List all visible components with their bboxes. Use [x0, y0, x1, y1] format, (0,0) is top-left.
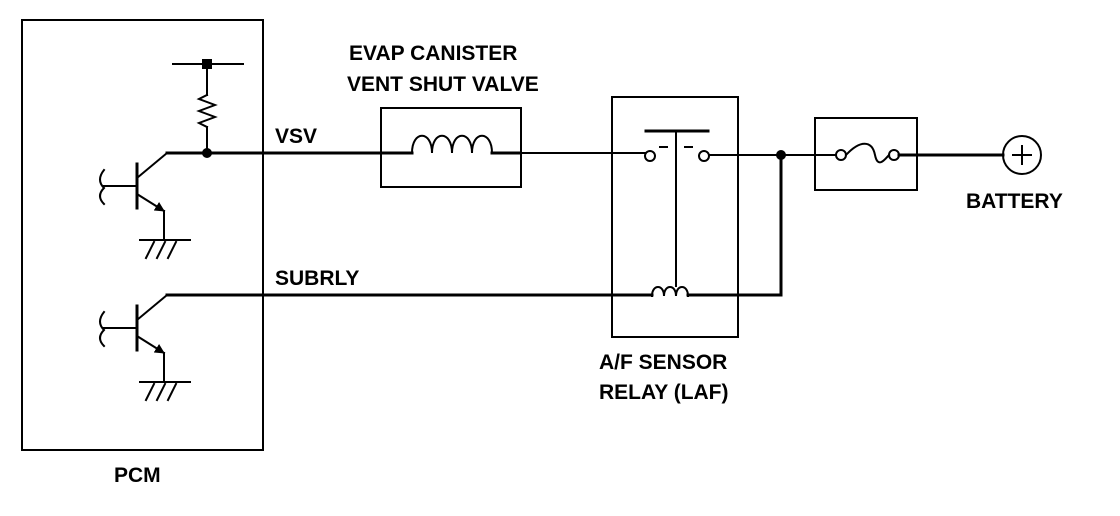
evap-vent-valve	[380, 107, 522, 188]
evap-label-line1: EVAP CANISTER	[349, 42, 517, 65]
evap-label-line2: VENT SHUT VALVE	[347, 73, 539, 96]
relay-contact-terminal	[644, 150, 656, 162]
battery-label: BATTERY	[966, 190, 1063, 213]
fuse-element	[844, 142, 891, 164]
vsv-label: VSV	[275, 125, 317, 148]
vsv-driver-transistor	[99, 151, 191, 260]
pcm-label: PCM	[114, 464, 161, 487]
subrly-label: SUBRLY	[275, 267, 359, 290]
valve-coil	[410, 134, 494, 155]
subrly-driver-transistor	[99, 293, 191, 402]
af-relay-label-line1: A/F SENSOR	[599, 351, 727, 374]
pcm-box	[21, 19, 264, 451]
pcm-module	[21, 19, 264, 451]
relay-coil	[650, 286, 690, 298]
af-relay-label-line2: RELAY (LAF)	[599, 381, 729, 404]
battery-plus-icon	[1002, 135, 1042, 175]
pullup-resistor	[172, 59, 244, 154]
relay-box	[611, 96, 739, 338]
relay-contact-terminal	[698, 150, 710, 162]
evap-valve-box	[380, 107, 522, 188]
af-sensor-relay	[611, 96, 739, 338]
